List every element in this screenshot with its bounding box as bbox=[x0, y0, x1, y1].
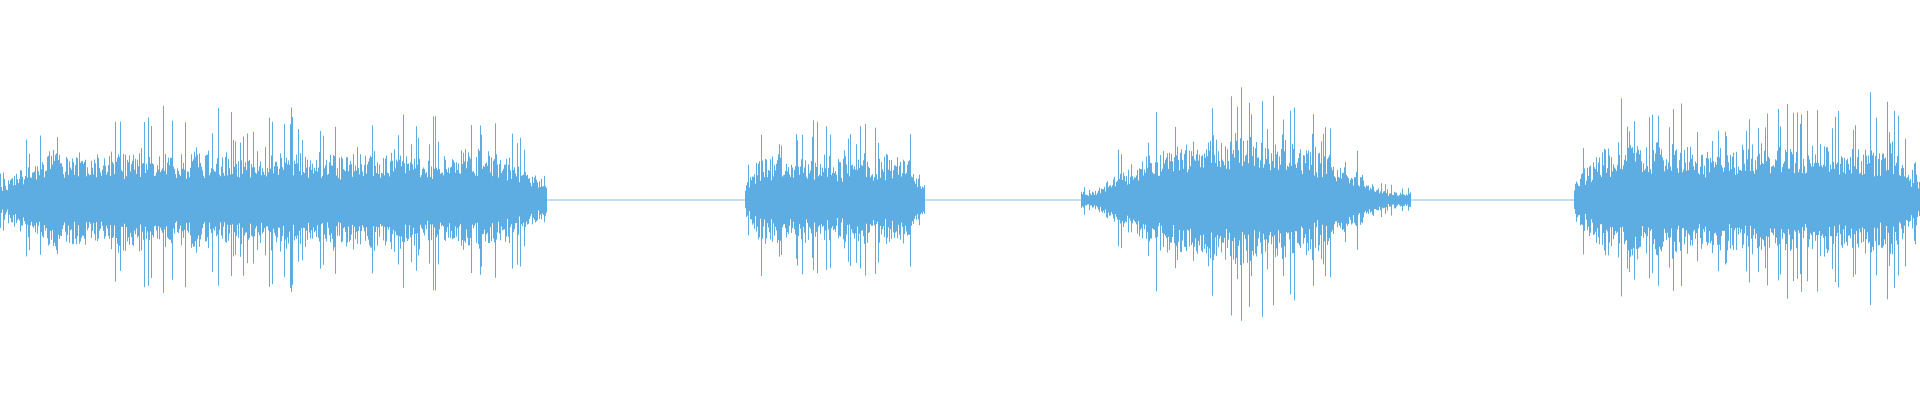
waveform-path bbox=[0, 87, 1920, 321]
waveform-bars bbox=[0, 87, 1920, 321]
